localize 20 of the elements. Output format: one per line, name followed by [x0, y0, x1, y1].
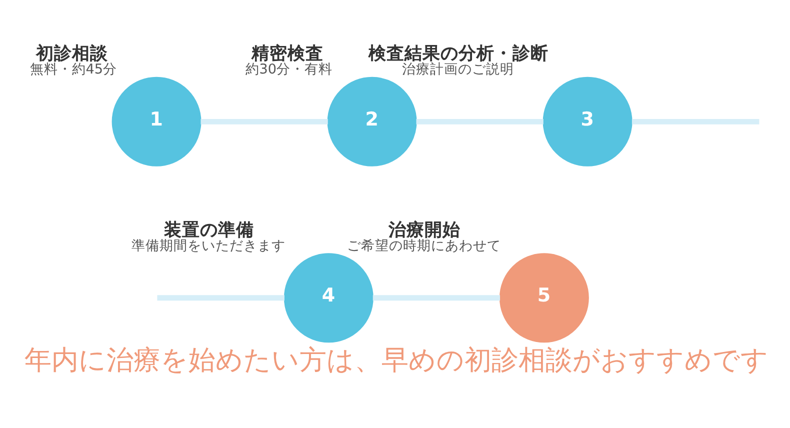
connector: [372, 294, 500, 300]
node-label: 約30分・有料: [245, 61, 333, 78]
node-label: 無料・約45分: [30, 61, 118, 78]
node-circle: 5: [499, 252, 589, 342]
node-label: 治療開始: [388, 220, 460, 240]
node-circle: 3: [542, 76, 632, 166]
caption: 年内に治療を始めたい方は、早めの初診相談がおすすめです: [24, 344, 768, 376]
connector: [157, 294, 284, 300]
node-label: 精密検査: [251, 44, 324, 64]
node-circle: 4: [284, 252, 374, 342]
node-label: 準備期間をいただきます: [131, 237, 286, 254]
connector: [632, 118, 760, 124]
connector: [416, 118, 544, 124]
connector: [200, 118, 328, 124]
node-label: 装置の準備: [164, 220, 254, 240]
node-label: 治療計画のご説明: [402, 61, 514, 78]
node-label: 初診相談: [36, 44, 108, 64]
node-label: ご希望の時期にあわせて: [346, 237, 501, 254]
node-circle: 1: [112, 76, 202, 166]
node-circle: 2: [327, 76, 417, 166]
